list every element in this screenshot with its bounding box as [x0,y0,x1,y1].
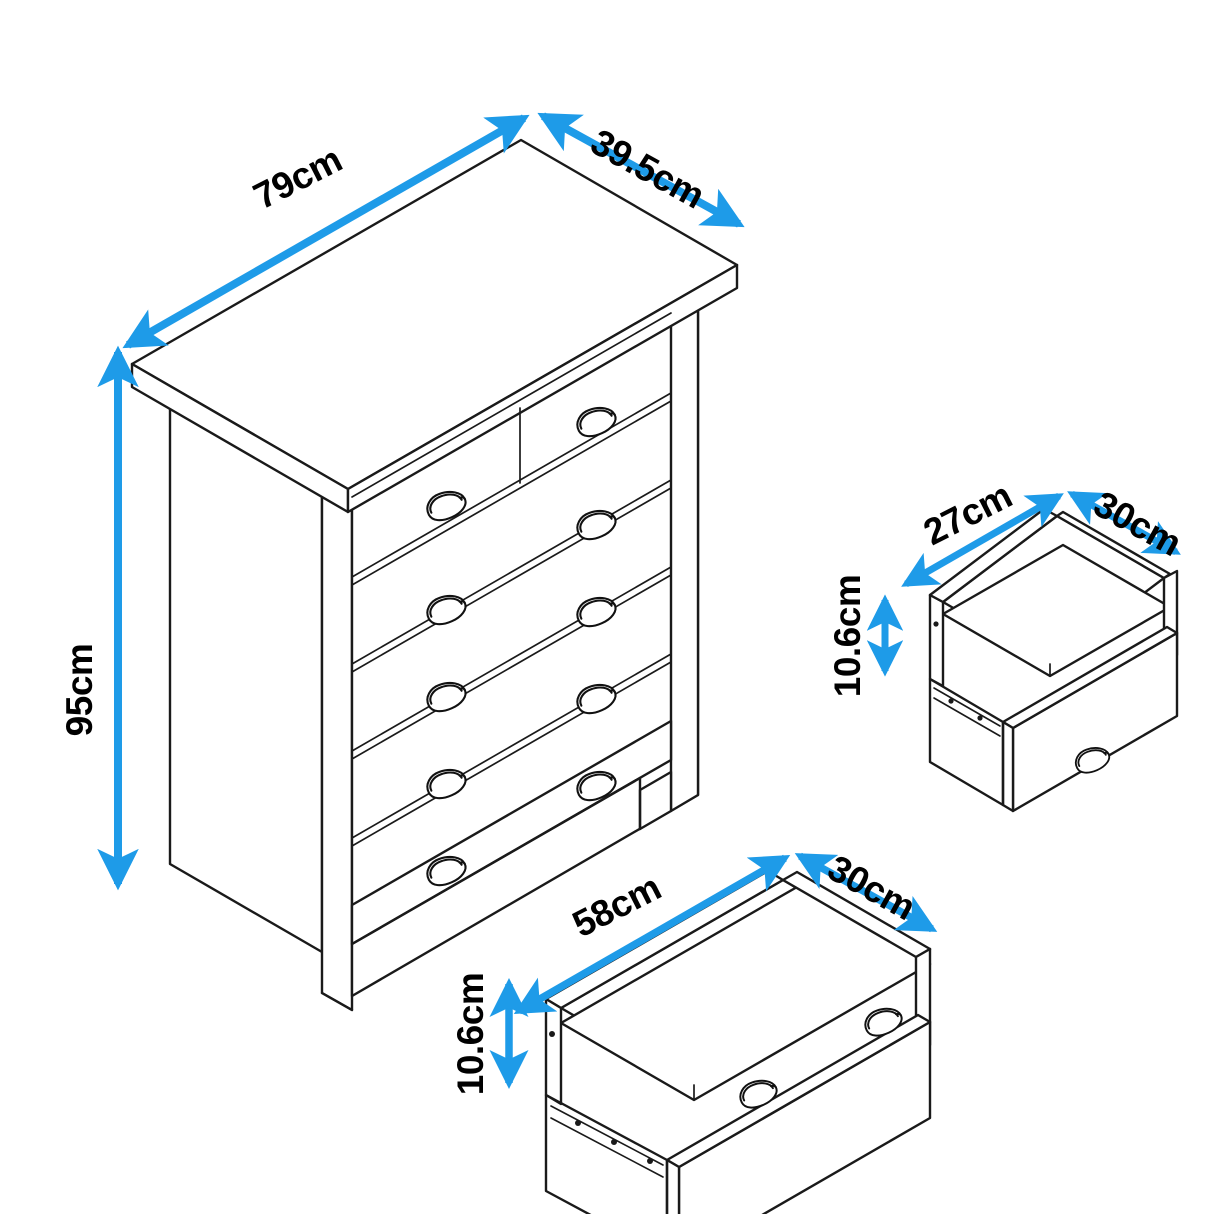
dimension-small-drawer-depth-arrow [1067,490,1181,556]
large-drawer-runner-screw-3 [647,1158,653,1164]
small-drawer-side-screw [933,621,939,627]
chest-front-left-leg [320,464,354,1012]
chest-row-line-4b [351,661,672,847]
large-drawer-front-left-return [665,1158,681,1214]
chest-row-line-3b [351,574,672,760]
dimension-chest-depth-arrow [537,112,745,228]
dimension-chest-height-label: 95cm [59,644,100,737]
small-drawer-left-wall [928,593,945,688]
large-drawer-side-screw [549,1031,555,1037]
chest-of-drawers [130,138,739,1012]
small-drawer-runner-screw-1 [948,698,954,704]
large-drawer-left-wall [544,997,563,1106]
large-drawer-inner-front [560,1022,695,1101]
chest-row-line-1 [351,392,672,578]
large-drawer-runner-screw-2 [611,1139,617,1145]
chest-right-stile [669,280,700,813]
dimension-small-drawer-height-label: 10.6cm [827,575,868,698]
dimension-chest-height: 95cm [59,345,139,891]
chest-row-line-2b [351,487,672,673]
chest-row-line-3 [351,566,672,752]
large-drawer-runner-screw-1 [575,1120,581,1126]
dimension-large-drawer-depth-arrow [794,852,938,933]
dimension-large-drawer-height: 10.6cm [450,973,529,1096]
chest-row-line-4 [351,653,672,839]
small-drawer [928,507,1179,813]
small-drawer-runner-upper [933,687,1001,727]
small-drawer-inner-front [942,613,1051,677]
dimension-small-drawer-height: 10.6cm [827,575,904,698]
large-drawer-runner-upper [550,1105,664,1166]
large-drawer-bottom-rail [544,1093,669,1214]
chest-row-line-2 [351,479,672,665]
chest-top-right-edge [346,263,739,514]
small-drawer-runner-lower [933,697,1001,737]
small-drawer-front-left-return [1001,720,1015,813]
dimension-chest-width-arrow [122,114,530,349]
dimension-small-drawer-width-arrow [901,492,1064,588]
small-drawer-bottom-rail [928,677,1005,807]
chest-leg-bottom-left [320,991,354,1012]
dimension-large-drawer-width-arrow [513,854,791,1015]
chest-row-line-1b [351,400,672,586]
chest-drawer-bank-top [351,312,672,498]
small-drawer-runner-screw-2 [977,715,983,721]
large-drawer-runner-lower [550,1117,664,1178]
dimension-chest-width-label: 79cm [247,139,348,218]
chest-plinth-edge [350,776,642,946]
dimension-large-drawer-height-label: 10.6cm [450,973,491,1096]
